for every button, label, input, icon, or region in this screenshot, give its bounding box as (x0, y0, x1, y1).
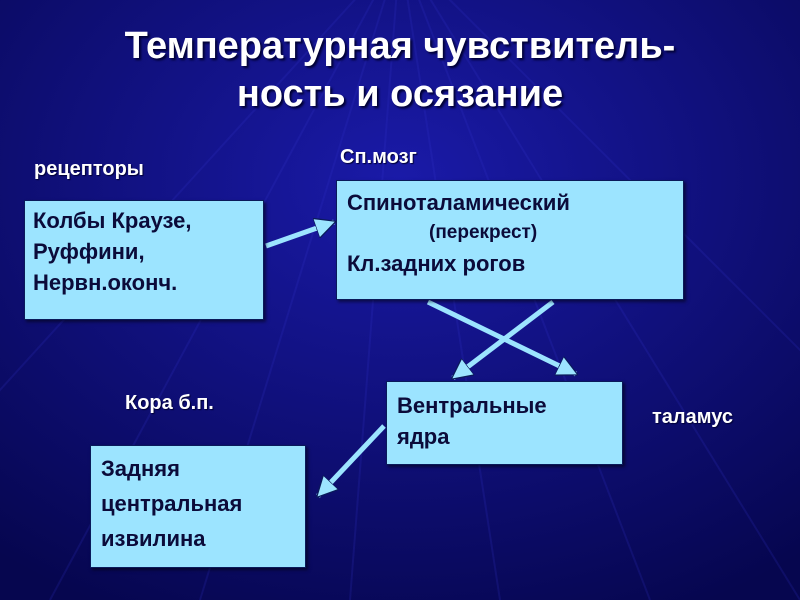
ventral-line: Вентральные (397, 393, 547, 418)
box-receptors: Колбы Краузе, Руффини, Нервн.оконч. (24, 200, 264, 320)
label-thalamus: таламус (652, 406, 734, 428)
box-spinal-cord: Спиноталамический (перекрест) Кл.задних … (336, 180, 684, 300)
label-cortex: Кора б.п. (125, 392, 214, 414)
receptors-line: Колбы Краузе, (33, 208, 192, 233)
spinal-line-2: (перекрест) (429, 222, 538, 243)
title-line-1: Температурная чувствитель- (124, 25, 676, 67)
cortex-line: извилина (101, 526, 206, 551)
box-cortex: Задняя центральная извилина (90, 445, 306, 568)
ventral-line: ядра (397, 424, 450, 449)
cortex-line: Задняя (101, 456, 180, 481)
page-title: Температурная чувствитель- ность и осяза… (40, 22, 760, 118)
cortex-line: центральная (101, 491, 243, 516)
receptors-line: Нервн.оконч. (33, 270, 178, 295)
spinal-line-3: Кл.задних рогов (347, 251, 526, 276)
label-spinal-cord: Сп.мозг (340, 146, 417, 168)
label-receptors: рецепторы (34, 158, 144, 180)
receptors-line: Руффини, (33, 239, 145, 264)
title-line-2: ность и осязание (236, 73, 564, 115)
spinal-line-1: Спиноталамический (347, 190, 570, 215)
box-ventral-nuclei: Вентральные ядра (386, 381, 623, 465)
